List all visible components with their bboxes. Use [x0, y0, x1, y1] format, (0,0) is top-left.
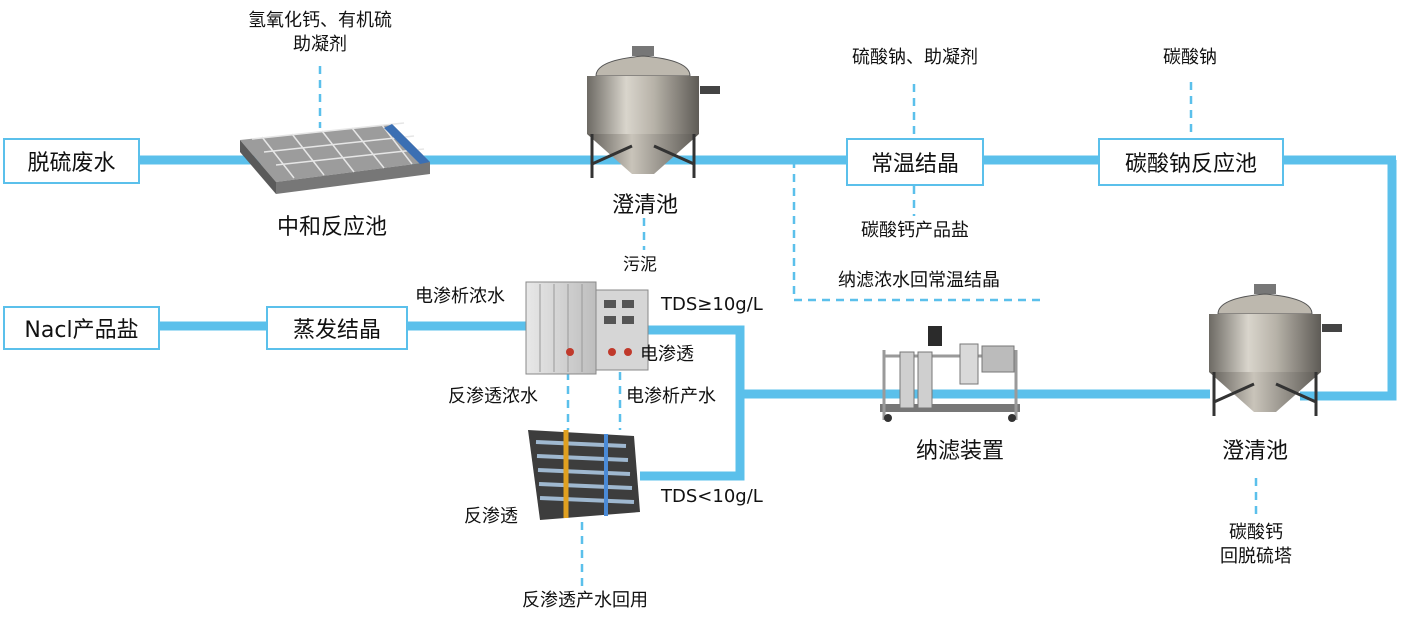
reverse-osmosis-unit-icon — [528, 430, 640, 520]
nanofiltration-unit-label: 纳滤装置 — [915, 439, 1004, 464]
calcium-carbonate-return-label-line2: 回脱硫塔 — [1220, 546, 1292, 567]
electrodialysis-unit-icon — [525, 281, 649, 375]
sodium-carbonate-input-label: 碳酸钠 — [1163, 47, 1217, 68]
tds-high-label: TDS≥10g/L — [661, 294, 763, 315]
nacl-product-salt-box: Nacl产品盐 — [3, 306, 160, 350]
clarifier-2-label: 澄清池 — [1221, 439, 1288, 464]
reverse-osmosis-label: 反渗透 — [464, 506, 518, 527]
clarifier-1-label: 澄清池 — [611, 193, 678, 218]
ro-concentrate-label: 反渗透浓水 — [448, 386, 538, 407]
desulfurization-wastewater-box: 脱硫废水 — [3, 138, 140, 184]
tds-low-label: TDS<10g/L — [661, 486, 763, 507]
neutralization-tank-label: 中和反应池 — [276, 215, 387, 240]
sodium-sulfate-inputs-label: 硫酸钠、助凝剂 — [852, 47, 978, 68]
dashed-lines — [318, 66, 1258, 588]
nf-concentrate-return-label: 纳滤浓水回常温结晶 — [838, 270, 1000, 291]
calcium-carbonate-product-label: 碳酸钙产品盐 — [861, 220, 969, 241]
pipe-ed-bracket — [640, 325, 745, 481]
ed-concentrate-label: 电渗析浓水 — [415, 286, 505, 307]
neutral-inputs-label-line2: 助凝剂 — [293, 34, 347, 55]
electrodialysis-label: 电渗透 — [640, 344, 694, 365]
ed-product-water-label: 电渗析产水 — [626, 386, 716, 407]
sludge-label: 污泥 — [623, 255, 657, 275]
neutral-inputs-label-line1: 氢氧化钙、有机硫 — [248, 10, 392, 31]
sodium-carbonate-reactor-box: 碳酸钠反应池 — [1098, 138, 1284, 186]
clarifier-tank-icon — [587, 46, 720, 178]
pipe-right-vertical — [1300, 160, 1397, 401]
neutralization-tank-icon — [240, 122, 430, 194]
ro-product-reuse-label: 反渗透产水回用 — [522, 590, 648, 611]
room-temp-crystallization-box: 常温结晶 — [846, 138, 984, 186]
evaporation-crystallization-box: 蒸发结晶 — [266, 306, 408, 350]
dash-nf-return — [792, 160, 1040, 302]
clarifier-tank-icon — [1209, 284, 1342, 416]
nanofiltration-skid-icon — [880, 326, 1020, 422]
calcium-carbonate-return-label-line1: 碳酸钙 — [1229, 522, 1283, 543]
